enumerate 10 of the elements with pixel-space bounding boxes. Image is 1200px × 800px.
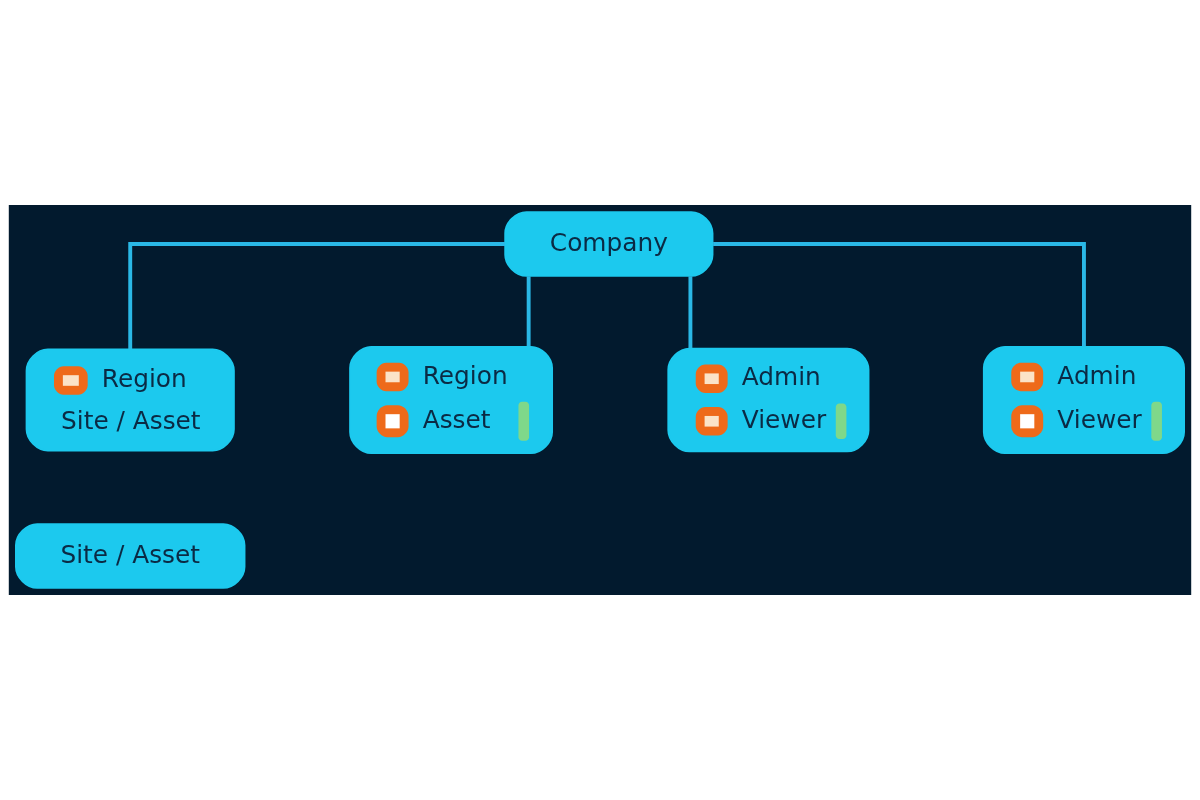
- connector: [526, 276, 531, 347]
- node-box: Region Site / Asset: [25, 348, 235, 452]
- node-box: Admin Viewer: [667, 347, 870, 453]
- node-box: Company: [504, 211, 714, 277]
- node-box: Region Asset: [349, 345, 554, 455]
- node-box: Admin Viewer: [982, 345, 1185, 455]
- connector: [128, 242, 505, 349]
- node-box: Site / Asset: [15, 523, 246, 589]
- connector: [713, 242, 1086, 347]
- connector: [688, 276, 693, 349]
